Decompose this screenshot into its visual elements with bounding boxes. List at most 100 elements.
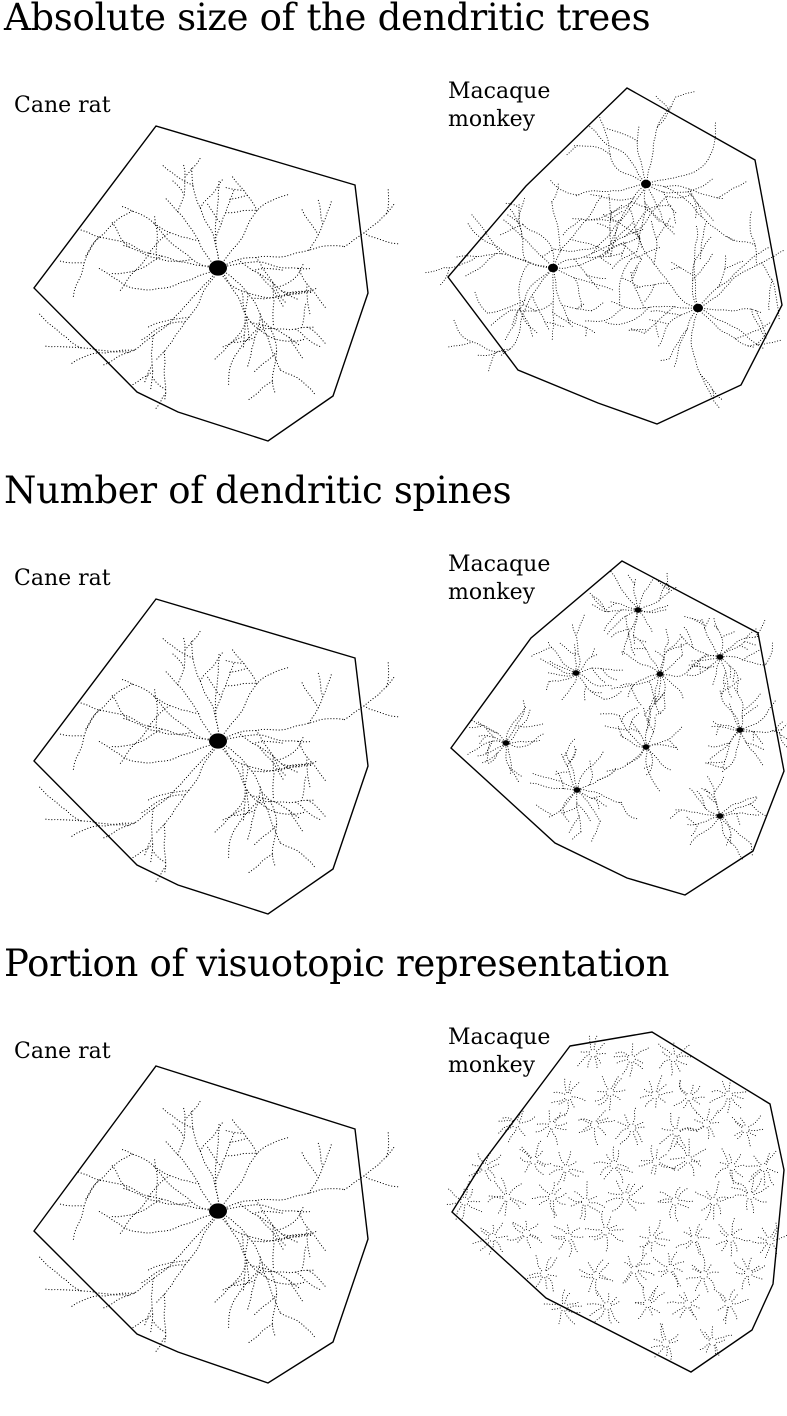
dendrite [541,659,572,674]
section-dendritic-size: Absolute size of the dendritic trees Can… [0,0,787,470]
dendrite [730,1187,747,1194]
dendrite [112,1199,162,1217]
dendrite [713,1289,726,1301]
dendrite [387,1133,389,1157]
dendrite [593,1162,611,1164]
dendrite [478,722,497,733]
dendrite [242,764,249,811]
dendrite [615,1060,627,1064]
diagram-section-3 [0,946,787,1416]
dendrite [546,682,549,691]
dendrite [660,1163,676,1172]
dendrite [468,224,549,268]
dendrite [302,1247,306,1271]
dendrite [608,228,618,251]
dendrite [535,1277,542,1288]
dendrite [613,1145,614,1160]
dendrite [708,764,726,769]
dendrite [86,684,133,729]
dendrite [166,671,216,738]
dendrite [505,1202,507,1217]
dendrite [671,1061,672,1076]
dendrite [619,1132,631,1145]
dendrite [670,1204,673,1219]
dendrite [302,304,306,328]
dendrite [743,693,762,710]
dendrite [616,1121,628,1126]
dendrite [743,650,760,660]
dendrite [669,329,687,359]
dendrite [579,676,605,699]
cane-rat-panel [34,599,398,914]
dendrite [554,1114,567,1122]
dendrite [562,1288,565,1303]
soma [635,607,642,613]
dendrite [612,252,636,269]
dendrite [281,370,315,394]
dendrite [73,710,99,770]
soma [503,740,510,746]
macaque-territory-outline [452,1032,784,1372]
dendrite [299,741,326,780]
dendrite [632,688,641,705]
dendrite [568,1302,580,1305]
dendrite [511,302,553,311]
dendrite [577,1119,592,1122]
dendrite [527,1237,531,1249]
dendrite [671,1272,678,1288]
dendrite [535,1164,545,1175]
dendrite [60,261,84,263]
dendrite [616,1149,618,1162]
dendrite [510,209,525,260]
dendrite [609,1225,619,1229]
soma [717,654,724,660]
dendrite [425,268,444,273]
dendrite [649,1225,650,1235]
dendrite [733,1241,737,1253]
dendrite [704,1279,708,1294]
dendrite [163,166,193,186]
dendrite [510,734,544,747]
dendrite [597,1096,608,1106]
dendrite [660,1271,668,1278]
dendrite [613,1077,622,1090]
dendrite [714,1205,715,1221]
dendrite [723,660,738,693]
dendrite [448,342,472,347]
dendrite [666,627,669,643]
dendrite [634,636,648,643]
dendrite [675,1241,691,1249]
dendrite [724,798,757,815]
dendrite [632,258,642,275]
dendrite [707,795,717,803]
dendrite [215,654,219,738]
dendrite [599,1262,609,1274]
dendrite [549,1109,550,1122]
dendrite [658,1043,672,1055]
dendrite [578,1128,592,1134]
dendrite [579,1205,583,1220]
dendrite [752,309,768,340]
dendrite [640,641,659,670]
dendrite [220,1215,312,1241]
dendrite [522,304,535,311]
dendrite [742,706,757,717]
dendrite [665,186,723,199]
dendrite [208,204,222,224]
dendrite [588,1057,592,1069]
dendrite [464,254,496,277]
dendrite [296,329,320,346]
soma [573,670,580,676]
dendrite [554,772,570,775]
dendrite [591,821,600,842]
dendrite [696,1223,701,1235]
dendrite [556,1193,568,1198]
dendrite [519,202,522,237]
dendrite [693,252,714,280]
dendrite [622,1062,630,1076]
dendrite [656,1238,671,1240]
dendrite [551,1234,565,1239]
dendrite [318,1143,323,1167]
dendrite [650,178,715,193]
dendrite [554,1236,564,1237]
